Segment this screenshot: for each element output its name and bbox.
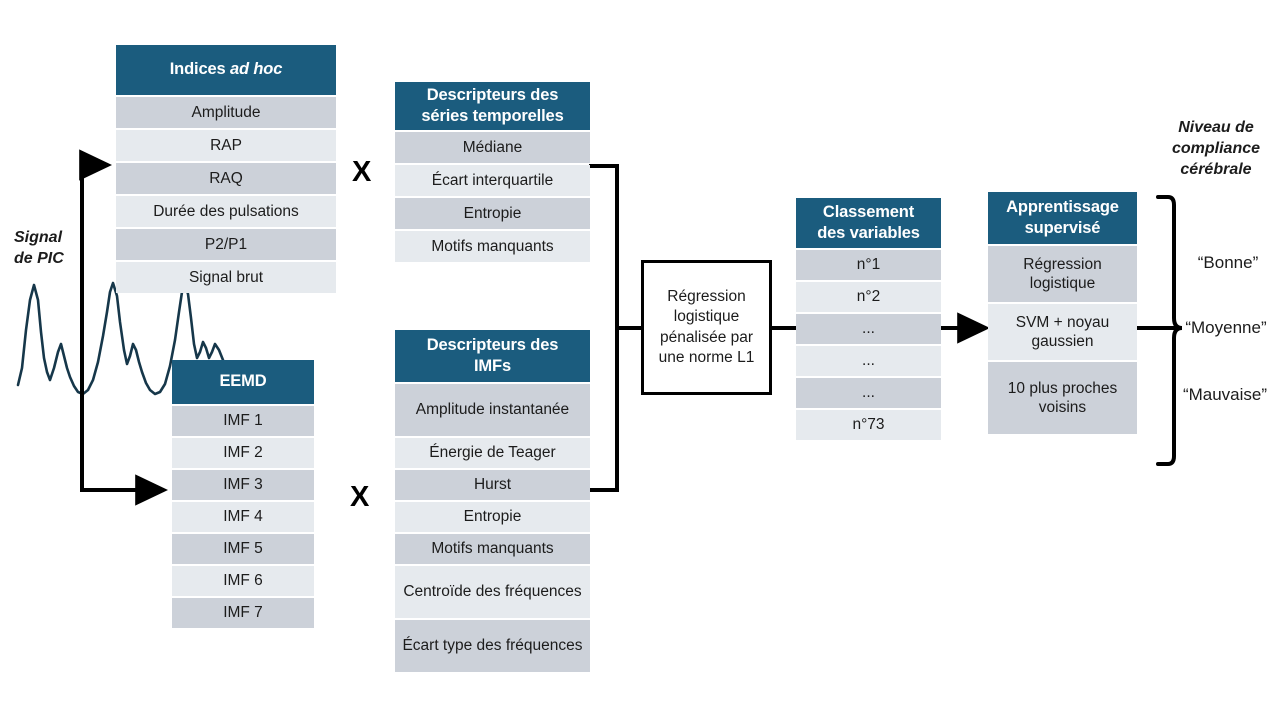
box-indices-ad-hoc-header: Indices ad hoc <box>116 45 336 95</box>
classement-row-1[interactable]: n°1 <box>796 250 941 280</box>
descripteurs-imfs-row-amplitude-instantanee[interactable]: Amplitude instantanée <box>395 384 590 436</box>
outcome-class-moyenne: “Moyenne” <box>1185 318 1267 337</box>
descripteurs-imfs-row-ecart-type-des-frequences[interactable]: Écart type des fréquences <box>395 620 590 672</box>
descripteurs-imfs-row-energie-de-teager[interactable]: Énergie de Teager <box>395 438 590 468</box>
eemd-row-imf-1[interactable]: IMF 1 <box>172 406 314 436</box>
indices-header-italic: ad hoc <box>229 60 283 79</box>
outcome-class-mauvaise: “Mauvaise” <box>1182 385 1268 404</box>
apprentissage-row-svm-noyau-gaussien[interactable]: SVM + noyau gaussien <box>988 304 1137 360</box>
indices-row-rap[interactable]: RAP <box>116 130 336 161</box>
descripteurs-imfs-row-hurst[interactable]: Hurst <box>395 470 590 500</box>
descripteurs-series-row-entropie[interactable]: Entropie <box>395 198 590 229</box>
descripteurs-series-row-ecart-interquartile[interactable]: Écart interquartile <box>395 165 590 196</box>
eemd-row-imf-6[interactable]: IMF 6 <box>172 566 314 596</box>
indices-row-signal-brut[interactable]: Signal brut <box>116 262 336 293</box>
outcome-title-line1: Niveau de <box>1178 119 1254 136</box>
eemd-row-imf-2[interactable]: IMF 2 <box>172 438 314 468</box>
classement-header-line1: Classement <box>822 202 915 221</box>
classement-header-line2: des variables <box>817 224 920 242</box>
descripteurs-series-row-motifs-manquants[interactable]: Motifs manquants <box>395 231 590 262</box>
box-descripteurs-series-temporelles[interactable]: Descripteurs des séries temporelles Médi… <box>395 82 590 262</box>
descripteurs-imfs-header-line2: IMFs <box>474 357 511 375</box>
signal-label: Signal de PIC <box>14 228 124 270</box>
classement-row-3[interactable]: ... <box>796 314 941 344</box>
descripteurs-series-row-mediane[interactable]: Médiane <box>395 132 590 163</box>
box-eemd[interactable]: EEMD IMF 1 IMF 2 IMF 3 IMF 4 IMF 5 IMF 6… <box>172 360 314 628</box>
box-indices-ad-hoc[interactable]: Indices ad hoc Amplitude RAP RAQ Durée d… <box>116 45 336 293</box>
signal-label-line2: de PIC <box>14 249 64 267</box>
box-penalized-logistic-regression[interactable]: Régression logistique pénalisée par une … <box>641 260 772 395</box>
descripteurs-imfs-header-line1: Descripteurs des <box>426 335 559 354</box>
indices-row-amplitude[interactable]: Amplitude <box>116 97 336 128</box>
indices-header-prefix: Indices <box>169 60 230 79</box>
eemd-row-imf-4[interactable]: IMF 4 <box>172 502 314 532</box>
eemd-row-imf-3[interactable]: IMF 3 <box>172 470 314 500</box>
box-descripteurs-series-header: Descripteurs des séries temporelles <box>395 82 590 130</box>
indices-row-raq[interactable]: RAQ <box>116 163 336 194</box>
box-classement-header: Classement des variables <box>796 198 941 248</box>
indices-row-duree-des-pulsations[interactable]: Durée des pulsations <box>116 196 336 227</box>
outcome-class-bonne: “Bonne” <box>1197 253 1259 272</box>
descripteurs-imfs-row-motifs-manquants[interactable]: Motifs manquants <box>395 534 590 564</box>
descriptors-merge-connector <box>589 164 643 492</box>
box-apprentissage-header: Apprentissage supervisé <box>988 192 1137 244</box>
classement-row-5[interactable]: ... <box>796 378 941 408</box>
classement-row-2[interactable]: n°2 <box>796 282 941 312</box>
eemd-row-imf-5[interactable]: IMF 5 <box>172 534 314 564</box>
multiply-symbol-bottom: X <box>350 481 370 513</box>
classement-row-4[interactable]: ... <box>796 346 941 376</box>
box-descripteurs-imfs[interactable]: Descripteurs des IMFs Amplitude instanta… <box>395 330 590 672</box>
box-descripteurs-imfs-header: Descripteurs des IMFs <box>395 330 590 382</box>
penalized-logistic-regression-label: Régression logistique pénalisée par une … <box>658 288 755 366</box>
outcome-title-line2: compliance <box>1171 139 1261 157</box>
descripteurs-series-header-line1: Descripteurs des <box>426 85 559 104</box>
outcome-title: Niveau de compliance cérébrale <box>1152 118 1280 180</box>
descripteurs-series-header-line2: séries temporelles <box>421 107 564 125</box>
outcome-title-line3: cérébrale <box>1180 160 1252 178</box>
eemd-row-imf-7[interactable]: IMF 7 <box>172 598 314 628</box>
box-apprentissage-supervise[interactable]: Apprentissage supervisé Régression logis… <box>988 192 1137 434</box>
signal-label-line1: Signal <box>14 229 63 246</box>
apprentissage-header-line1: Apprentissage <box>1006 197 1119 216</box>
classement-row-6[interactable]: n°73 <box>796 410 941 440</box>
descripteurs-imfs-row-centroide-des-frequences[interactable]: Centroïde des fréquences <box>395 566 590 618</box>
multiply-symbol-top: X <box>352 156 372 188</box>
box-eemd-header: EEMD <box>172 360 314 404</box>
apprentissage-row-10-plus-proches-voisins[interactable]: 10 plus proches voisins <box>988 362 1137 434</box>
descripteurs-imfs-row-entropie[interactable]: Entropie <box>395 502 590 532</box>
box-classement-des-variables[interactable]: Classement des variables n°1 n°2 ... ...… <box>796 198 941 440</box>
apprentissage-row-regression-logistique[interactable]: Régression logistique <box>988 246 1137 302</box>
apprentissage-header-line2: supervisé <box>1024 219 1101 237</box>
indices-row-p2-p1[interactable]: P2/P1 <box>116 229 336 260</box>
